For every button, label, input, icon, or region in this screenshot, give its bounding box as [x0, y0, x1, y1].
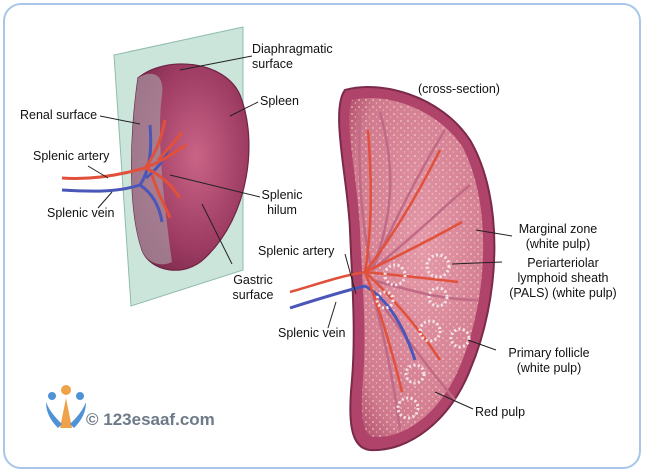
leader-splenic-artery-right: [344, 253, 357, 295]
trabeculae: [358, 109, 479, 431]
label-splenic-vein-left: Splenic vein: [47, 206, 115, 220]
right-splenic-artery: [289, 129, 463, 393]
leader-red-pulp: [434, 391, 474, 410]
leader-splenic-vein-left: [97, 191, 113, 209]
label-pals: Periarteriolar lymphoid sheath (PALS) (w…: [509, 256, 617, 300]
leader-gastric: [201, 203, 233, 265]
label-marginal-zone: Marginal zone (white pulp): [518, 222, 598, 251]
follicle: [404, 363, 426, 385]
follicle: [375, 290, 395, 310]
leader-diaphragmatic: [179, 55, 253, 71]
label-splenic-hilum: Splenic hilum: [261, 188, 303, 217]
page-frame: [3, 3, 641, 469]
label-spleen: Spleen: [260, 94, 299, 108]
logo-body-blue-left: [46, 402, 62, 428]
follicle: [425, 253, 451, 279]
label-gastric-surface: Gastric surface: [232, 273, 274, 302]
logo-head-blue-right: [76, 392, 84, 400]
primary-follicles: [375, 253, 471, 420]
cross-section-diagram: [289, 86, 496, 452]
follicle: [449, 327, 471, 349]
logo-body-orange: [60, 398, 72, 428]
follicle: [383, 263, 407, 287]
follicle: [427, 286, 449, 308]
red-pulp-texture: [349, 97, 484, 438]
leader-renal: [99, 115, 141, 125]
label-primary-follicle: Primary follicle (white pulp): [508, 346, 590, 375]
logo-body-blue-right: [70, 402, 86, 428]
label-diaphragmatic-surface: Diaphragmatic surface: [252, 42, 333, 71]
whole-spleen-diagram: [61, 26, 250, 307]
follicle: [418, 319, 442, 343]
leader-spleen: [229, 101, 259, 117]
label-splenic-vein-right: Splenic vein: [278, 326, 346, 340]
follicle: [396, 396, 420, 420]
leader-lines: [87, 55, 513, 410]
watermark-text: © 123esaaf.com: [86, 410, 215, 429]
leader-splenic-vein-right: [327, 301, 337, 329]
leader-hilum: [169, 174, 261, 198]
leader-splenic-artery-left: [87, 165, 109, 179]
label-splenic-artery-left: Splenic artery: [33, 149, 110, 163]
leader-marginal-zone: [475, 229, 513, 237]
leader-pals: [451, 261, 503, 265]
label-splenic-artery-right: Splenic artery: [258, 244, 335, 258]
logo-head-orange: [61, 385, 71, 395]
logo-head-blue-left: [48, 392, 56, 400]
label-cross-section: (cross-section): [418, 82, 500, 96]
label-red-pulp: Red pulp: [475, 405, 526, 419]
label-renal-surface: Renal surface: [20, 108, 98, 122]
site-logo: [46, 385, 86, 428]
leader-primary-follicle: [467, 339, 497, 351]
